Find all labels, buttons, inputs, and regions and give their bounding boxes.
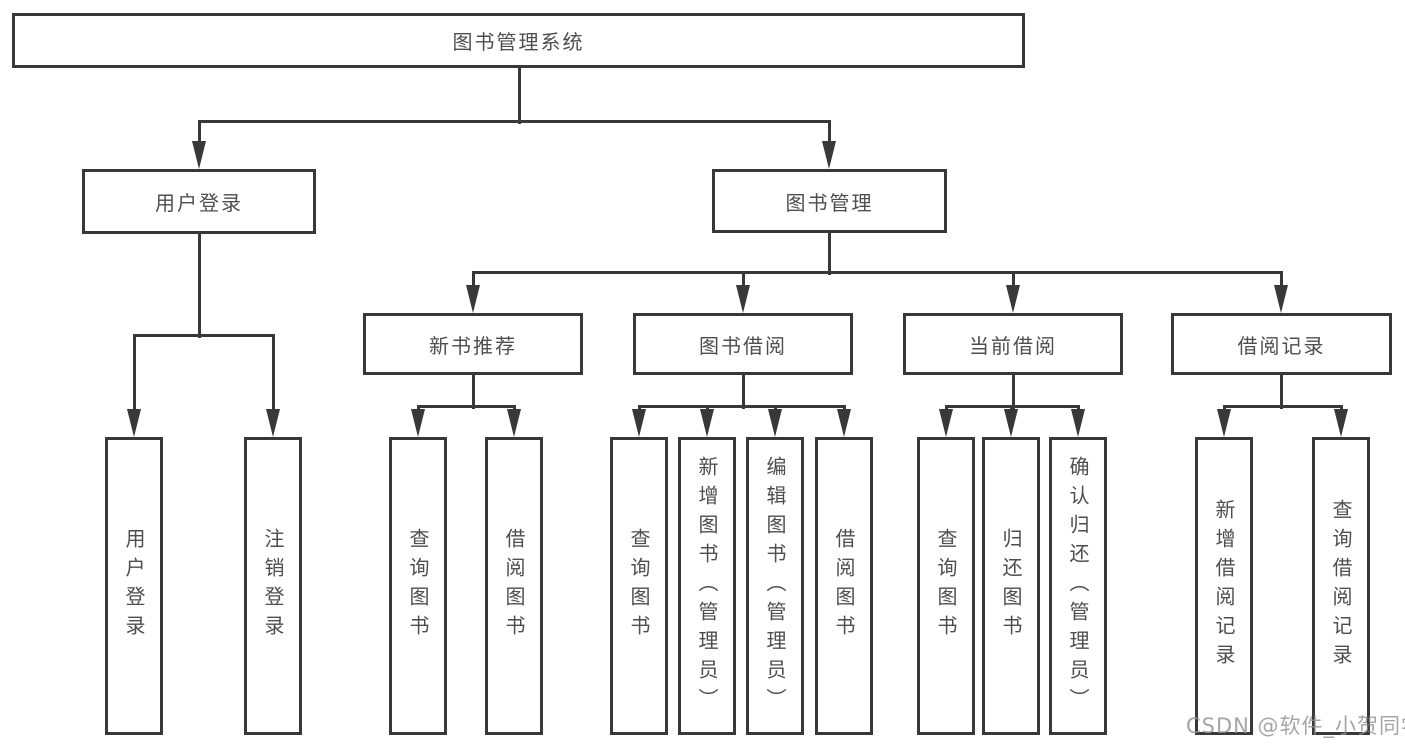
connector-line — [512, 406, 516, 409]
arrowhead — [1217, 409, 1231, 437]
leaf-br-query-record-label: 查询借阅记录 — [1329, 499, 1353, 673]
node-current-borrow-label: 当前借阅 — [969, 333, 1057, 358]
arrowhead — [1004, 409, 1018, 437]
leaf-cb-return-books-label: 归还图书 — [999, 528, 1023, 644]
node-user-login-label: 用户登录 — [155, 191, 243, 215]
leaf-nbr-query-books-label: 查询图书 — [406, 528, 430, 644]
connector-line — [741, 375, 745, 409]
connector-line — [132, 335, 136, 409]
connector-line — [471, 272, 475, 285]
leaf-logout-label: 注销登录 — [261, 528, 285, 644]
leaf-bb-edit-books-admin-label: 编辑图书（管理员） — [763, 455, 787, 717]
arrowhead — [266, 409, 280, 437]
arrowhead — [822, 141, 836, 169]
connector-line — [1011, 375, 1015, 409]
arrowhead — [507, 409, 521, 437]
node-book-management-label: 图书管理 — [785, 190, 874, 215]
leaf-user-login-label: 用户登录 — [122, 528, 146, 644]
connector-line — [741, 272, 745, 285]
leaf-bb-query-books: 查询图书 — [610, 437, 668, 735]
leaf-cb-confirm-return-admin: 确认归还（管理员） — [1049, 437, 1107, 735]
arrowhead — [127, 409, 141, 437]
connector-line — [471, 270, 1283, 274]
csdn-watermark: CSDN @软件_小贺同学 — [1186, 714, 1405, 738]
leaf-br-add-record-label: 新增借阅记录 — [1212, 499, 1236, 673]
arrowhead — [1006, 285, 1020, 313]
leaf-cb-confirm-return-admin-label: 确认归还（管理员） — [1066, 455, 1090, 717]
connector-line — [271, 335, 275, 409]
leaf-user-login: 用户登录 — [105, 437, 163, 735]
leaf-cb-return-books: 归还图书 — [982, 437, 1040, 735]
arrowhead — [1334, 409, 1348, 437]
node-book-borrow-label: 图书借阅 — [699, 333, 787, 358]
connector-line — [416, 406, 420, 409]
leaf-cb-query-books-label: 查询图书 — [934, 528, 958, 644]
connector-line — [471, 375, 475, 409]
leaf-bb-query-books-label: 查询图书 — [627, 528, 651, 644]
leaf-bb-borrow-books: 借阅图书 — [815, 437, 873, 735]
arrowhead — [1274, 285, 1288, 313]
arrowhead — [700, 409, 714, 437]
arrowhead — [466, 285, 480, 313]
arrowhead — [736, 285, 750, 313]
leaf-bb-edit-books-admin: 编辑图书（管理员） — [746, 437, 804, 735]
connector-line — [1222, 404, 1343, 408]
leaf-nbr-query-books: 查询图书 — [389, 437, 447, 735]
connector-line — [827, 121, 831, 141]
node-root: 图书管理系统 — [12, 13, 1025, 68]
connector-line — [1339, 406, 1343, 409]
connector-line — [197, 234, 201, 338]
connector-line — [132, 333, 275, 337]
node-book-borrow: 图书借阅 — [633, 313, 853, 375]
leaf-br-query-record: 查询借阅记录 — [1312, 437, 1370, 735]
arrowhead — [768, 409, 782, 437]
node-borrow-records: 借阅记录 — [1171, 313, 1392, 375]
arrowhead — [939, 409, 953, 437]
connector-line — [1222, 406, 1226, 409]
node-root-label: 图书管理系统 — [452, 30, 585, 54]
arrowhead — [1071, 409, 1085, 437]
leaf-bb-add-books-admin-label: 新增图书（管理员） — [695, 455, 719, 717]
connector-line — [842, 406, 846, 409]
connector-line — [637, 406, 641, 409]
connector-line — [827, 233, 831, 275]
connector-line — [1279, 272, 1283, 285]
connector-line — [637, 404, 846, 408]
connector-line — [416, 404, 516, 408]
leaf-logout: 注销登录 — [244, 437, 302, 735]
leaf-br-add-record: 新增借阅记录 — [1195, 437, 1253, 735]
connector-line — [705, 406, 709, 409]
connector-line — [1009, 406, 1013, 409]
leaf-bb-borrow-books-label: 借阅图书 — [832, 528, 856, 644]
arrowhead — [411, 409, 425, 437]
connector-line — [1279, 375, 1283, 409]
connector-line — [197, 119, 831, 123]
arrowhead — [632, 409, 646, 437]
connector-line — [517, 68, 521, 124]
leaf-nbr-borrow-books-label: 借阅图书 — [502, 528, 526, 644]
arrowhead — [192, 141, 206, 169]
node-current-borrow: 当前借阅 — [903, 313, 1123, 375]
arrowhead — [837, 409, 851, 437]
node-new-book-recommend: 新书推荐 — [363, 313, 583, 375]
leaf-nbr-borrow-books: 借阅图书 — [485, 437, 543, 735]
leaf-bb-add-books-admin: 新增图书（管理员） — [678, 437, 736, 735]
connector-line — [1076, 406, 1080, 409]
node-book-management: 图书管理 — [712, 169, 947, 233]
leaf-cb-query-books: 查询图书 — [917, 437, 975, 735]
node-user-login: 用户登录 — [82, 169, 316, 234]
connector-line — [1011, 272, 1015, 285]
node-borrow-records-label: 借阅记录 — [1237, 333, 1326, 358]
connector-line — [944, 406, 948, 409]
connector-line — [773, 406, 777, 409]
connector-line — [197, 121, 201, 141]
node-new-book-recommend-label: 新书推荐 — [429, 333, 517, 358]
